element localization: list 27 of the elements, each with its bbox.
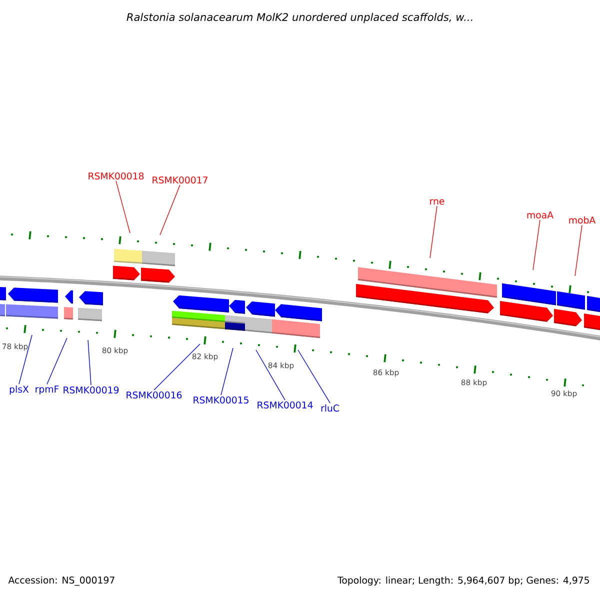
leader-line	[88, 340, 92, 386]
leader-line	[116, 180, 130, 234]
gene-label: mobA	[569, 216, 596, 224]
gene-label: rpmF	[36, 386, 59, 394]
leader-line	[46, 338, 68, 385]
gene-label: RSMK00014	[258, 401, 313, 409]
leader-line	[256, 350, 286, 400]
footer-text: Accession: NS_000197	[8, 576, 114, 586]
leader-line	[154, 344, 200, 390]
leader-line	[160, 184, 180, 236]
footer-text: Topology: linear; Length: 5,964,607 bp; Genes: 4,975	[338, 576, 589, 586]
gene-label: moaA	[527, 212, 554, 218]
leader-line	[220, 348, 234, 396]
title: Ralstonia solanacearum MolK2 unordered unplaced scaffolds, w...	[126, 12, 472, 24]
gene-label: RSMK00017	[152, 176, 208, 184]
gene-label: rluC	[321, 404, 339, 412]
gene-label: RSMK00015	[194, 396, 248, 404]
gene-label: rne	[430, 199, 444, 205]
leader-line	[18, 334, 32, 384]
leader-line	[532, 220, 540, 270]
gene-label: plsX	[10, 385, 29, 395]
gene-label: RSMK00018	[88, 172, 144, 180]
gene-label: RSMK00016	[126, 391, 182, 399]
gene-label: RSMK00019	[64, 386, 119, 394]
leader-line	[298, 350, 330, 404]
leader-line	[574, 224, 582, 276]
leader-line	[430, 206, 438, 258]
